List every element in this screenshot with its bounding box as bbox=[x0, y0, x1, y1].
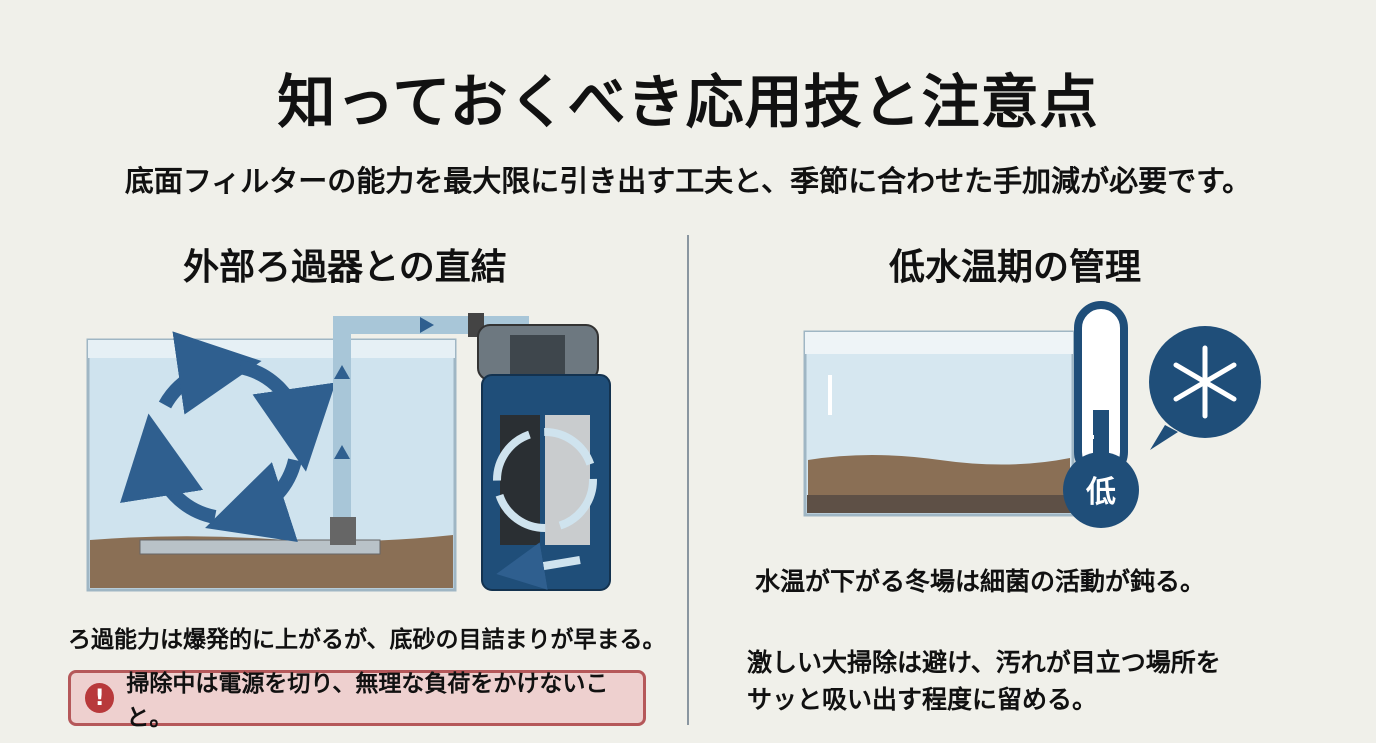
external-filter-diagram bbox=[86, 313, 611, 592]
page-subtitle: 底面フィルターの能力を最大限に引き出す工夫と、季節に合わせた手加減が必要です。 bbox=[124, 164, 1252, 198]
warning-text: 掃除中は電源を切り、無理な負荷をかけないこと。 bbox=[126, 671, 609, 731]
warning-box: ! 掃除中は電源を切り、無理な負荷をかけないこと。 bbox=[68, 670, 646, 731]
section-divider bbox=[687, 235, 689, 725]
right-text-2-line1: 激しい大掃除は避け、汚れが目立つ場所を bbox=[747, 648, 1221, 677]
left-caption: ろ過能力は爆発的に上がるが、底砂の目詰まりが早まる。 bbox=[68, 627, 666, 653]
exclamation-icon: ! bbox=[85, 683, 115, 713]
left-heading: 外部ろ過器との直結 bbox=[183, 247, 507, 288]
thermometer-icon bbox=[1063, 301, 1139, 528]
snowflake-icon bbox=[1149, 326, 1261, 450]
gravel-bed bbox=[808, 455, 1070, 495]
thermometer-label: 低 bbox=[1086, 475, 1116, 510]
circulation-arrows-icon bbox=[120, 331, 336, 542]
right-heading: 低水温期の管理 bbox=[888, 247, 1141, 288]
right-text-1: 水温が下がる冬場は細菌の活動が鈍る。 bbox=[755, 567, 1206, 596]
page-title: 知っておくべき応用技と注意点 bbox=[277, 68, 1099, 136]
right-text-2-line2: サッと吸い出す程度に留める。 bbox=[747, 685, 1098, 714]
low-temperature-diagram bbox=[803, 301, 1261, 528]
